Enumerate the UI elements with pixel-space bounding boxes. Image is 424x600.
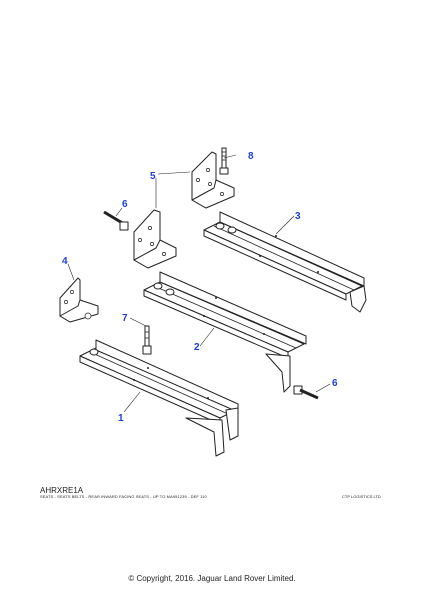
rail-1: [79, 339, 239, 457]
bolt-6-upper: [103, 210, 129, 231]
callout-7: 7: [122, 313, 128, 324]
callout-6-upper: 6: [122, 199, 128, 210]
bracket-5-front: [133, 209, 177, 269]
rail-2: [143, 271, 307, 393]
callout-3: 3: [295, 211, 301, 222]
bracket-5-rear: [191, 151, 235, 209]
callout-2: 2: [194, 342, 200, 353]
bracket-4: [59, 277, 99, 323]
vendor-label: CTP LOGISTICS LTD: [342, 494, 381, 499]
callout-4: 4: [62, 256, 68, 267]
copyright-notice: © Copyright, 2016. Jaguar Land Rover Lim…: [128, 574, 296, 583]
callout-6-lower: 6: [332, 378, 338, 389]
callout-8: 8: [248, 151, 254, 162]
bolt-6-lower: [293, 385, 319, 400]
diagram-caption: SEATS - SEATS BELTS - REAR INWARD FACING…: [40, 494, 207, 499]
leader-lines: [67, 154, 331, 413]
diagram-reference-code: AHRXRE1A: [40, 486, 84, 495]
callout-5: 5: [150, 171, 156, 182]
callout-1: 1: [118, 413, 124, 424]
bolt-7: [142, 325, 152, 355]
bolt-8: [219, 147, 229, 175]
rail-3: [203, 211, 367, 313]
